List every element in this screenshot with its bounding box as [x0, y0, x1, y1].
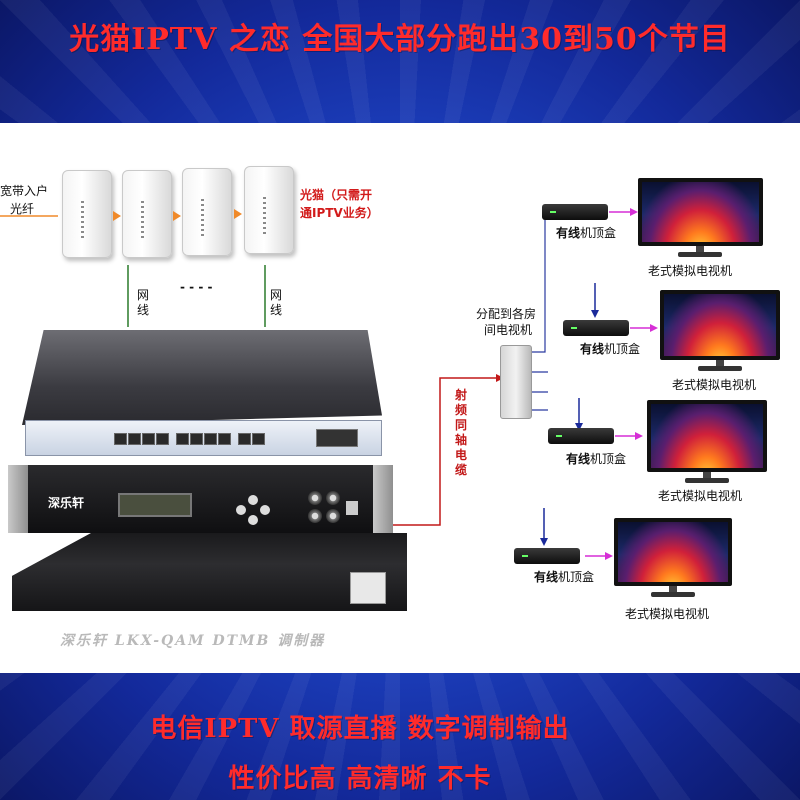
stb-label: 有线机顶盒 [580, 342, 641, 356]
slogan-line-2: 性价比高 高清晰 不卡 [228, 764, 492, 794]
page-title: 光猫IPTV 之恋 全国大部分跑出30到50个节目 [69, 22, 731, 57]
distribute-label-1: 分配到各房 [476, 307, 537, 321]
arrow-right-icon [113, 211, 121, 221]
switch-front-panel [25, 420, 382, 456]
modulator-device: 深乐轩 [8, 465, 393, 533]
tv-label: 老式模拟电视机 [625, 607, 710, 621]
modulator-brand: 深乐轩 [48, 496, 85, 510]
ont-device [244, 166, 294, 254]
tv-label: 老式模拟电视机 [658, 489, 743, 503]
stb-label: 有线机顶盒 [556, 226, 617, 240]
network-cable-label: 网线 [137, 288, 150, 317]
tv-label: 老式模拟电视机 [672, 378, 757, 392]
arrow-right-icon [173, 211, 181, 221]
ont-device [182, 168, 232, 256]
tv-label: 老式模拟电视机 [648, 264, 733, 278]
network-switch [22, 330, 382, 425]
stb-label: 有线机顶盒 [534, 570, 595, 584]
broadband-label: 宽带入户 [0, 184, 49, 198]
ont-device [62, 170, 112, 258]
slogan-line-1: 电信IPTV 取源直播 数字调制输出 [150, 714, 570, 744]
power-socket [350, 572, 386, 604]
set-top-box [548, 428, 614, 444]
set-top-box [542, 204, 608, 220]
ont-note-1: 光猫（只需开 [300, 188, 373, 202]
ont-note-2: 通IPTV业务） [300, 206, 379, 220]
distribute-label-2: 间电视机 [484, 323, 533, 337]
fiber-label: 光纤 [10, 202, 35, 216]
arrow-right-icon [234, 209, 242, 219]
stb-label: 有线机顶盒 [566, 452, 627, 466]
modulator-caption: 深乐轩 LKX-QAM DTMB 调制器 [60, 633, 326, 649]
signal-splitter [500, 345, 532, 419]
ont-device [122, 170, 172, 258]
dash-separator: - - - - [180, 280, 213, 294]
set-top-box [563, 320, 629, 336]
modulator-chassis [12, 533, 407, 611]
coax-label: 射频同轴电缆 [455, 388, 468, 477]
set-top-box [514, 548, 580, 564]
network-cable-label: 网线 [270, 288, 283, 317]
lcd-display [118, 493, 192, 517]
